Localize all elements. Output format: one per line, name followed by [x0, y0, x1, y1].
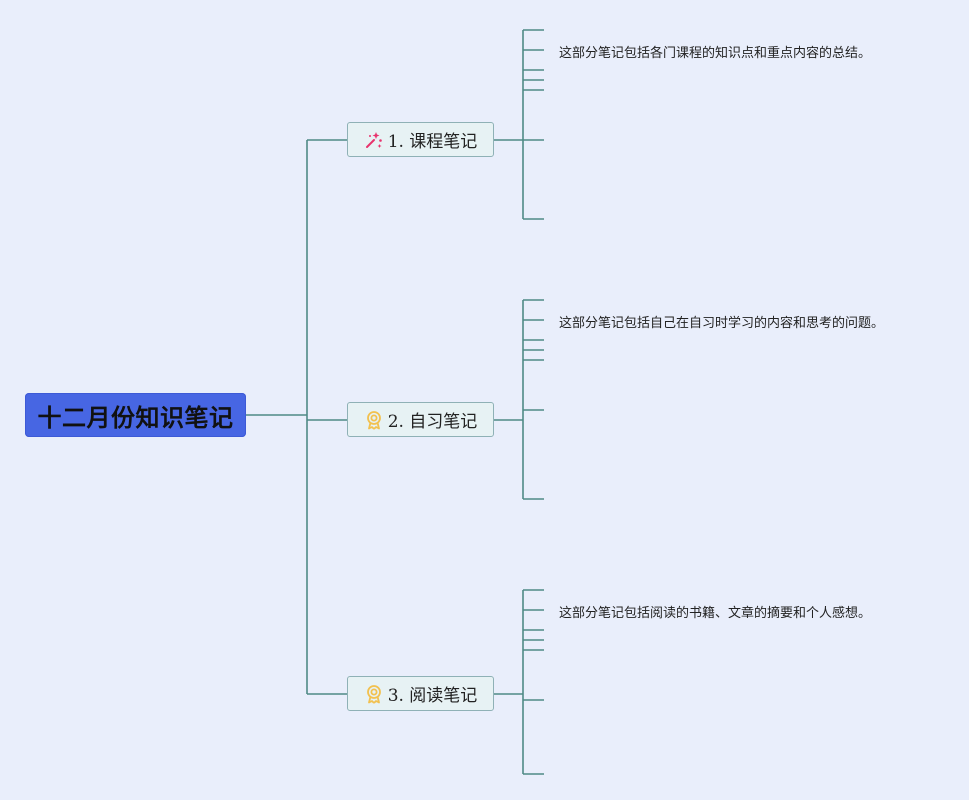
magic-wand-icon [364, 130, 384, 150]
leaf-tick-1 [523, 29, 544, 220]
root-topic[interactable]: 十二月份知识笔记 [25, 393, 246, 437]
branch-label: 1. 课程笔记 [387, 132, 478, 152]
branch-self-study-notes[interactable]: 2. 自习笔记 [347, 402, 494, 437]
root-title: 十二月份知识笔记 [37, 403, 234, 432]
award-badge-icon [364, 410, 384, 430]
leaf-tick-2 [523, 299, 544, 500]
leaf-tick-3 [523, 589, 544, 775]
note-reading[interactable]: 这部分笔记包括阅读的书籍、文章的摘要和个人感想。 [559, 606, 872, 621]
note-course[interactable]: 这部分笔记包括各门课程的知识点和重点内容的总结。 [559, 46, 872, 61]
award-badge-icon [364, 684, 384, 704]
branch-course-notes[interactable]: 1. 课程笔记 [347, 122, 494, 157]
note-self-study[interactable]: 这部分笔记包括自己在自习时学习的内容和思考的问题。 [559, 316, 885, 331]
branch-label: 3. 阅读笔记 [387, 686, 478, 706]
branch-label: 2. 自习笔记 [387, 412, 478, 432]
branch-reading-notes[interactable]: 3. 阅读笔记 [347, 676, 494, 711]
